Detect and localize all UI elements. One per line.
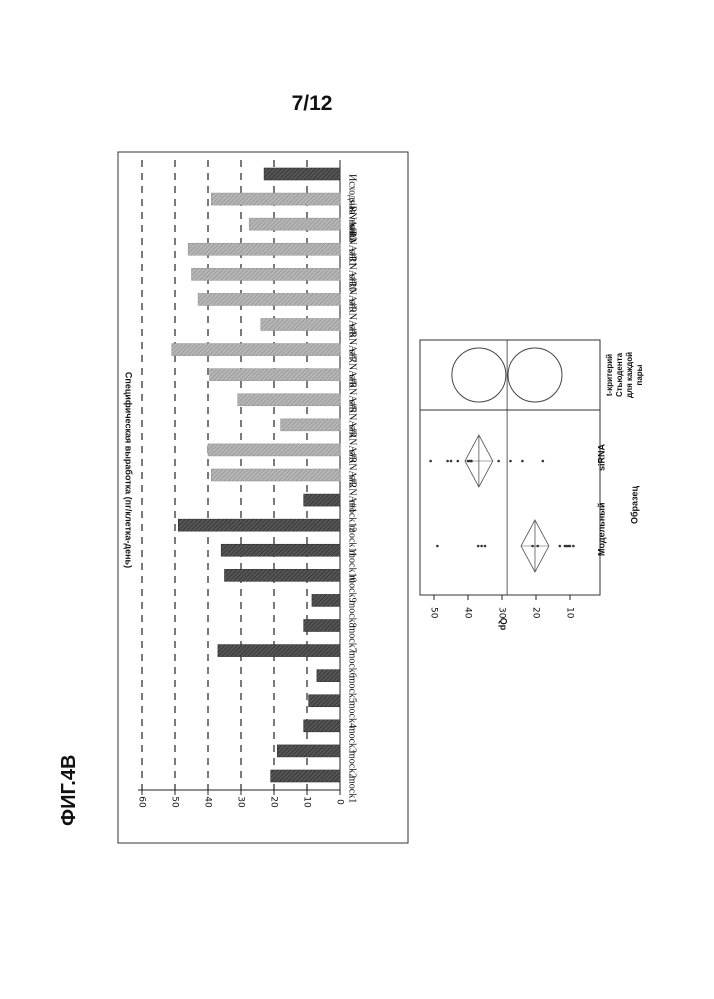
data-point (480, 545, 483, 548)
bar (188, 243, 340, 255)
bar (198, 293, 340, 305)
category-label: mock3 (347, 726, 358, 753)
data-point (477, 545, 480, 548)
data-point (509, 460, 512, 463)
category-label: mock8 (347, 600, 358, 627)
qp-axis-label: Qp (499, 618, 509, 631)
data-point (572, 545, 575, 548)
y-tick-label: 20 (269, 796, 279, 808)
data-point (559, 545, 562, 548)
comparison-label-line: Стьюдента (615, 352, 624, 397)
data-point (569, 545, 572, 548)
bar (211, 193, 340, 205)
qp-tick-label: 10 (565, 607, 575, 619)
y-axis-label: Специфическая выработка (пг/клетка-день) (124, 372, 134, 568)
y-tick-label: 0 (335, 799, 345, 805)
category-label: mock1 (347, 776, 358, 803)
bar (218, 645, 340, 657)
data-point (436, 545, 439, 548)
bar (304, 620, 340, 632)
y-tick-label: 30 (236, 796, 246, 808)
bar (192, 268, 341, 280)
data-point (429, 460, 432, 463)
bar (238, 394, 340, 406)
bar (264, 168, 340, 180)
data-point (450, 460, 453, 463)
y-tick-label: 10 (302, 796, 312, 808)
y-tick-label: 40 (203, 796, 213, 808)
data-point (457, 460, 460, 463)
bar (304, 494, 340, 506)
data-point (497, 460, 500, 463)
bar (249, 218, 340, 230)
data-point (542, 460, 545, 463)
comparison-circle (452, 348, 506, 402)
category-label: mock6 (347, 651, 358, 678)
bar (210, 369, 340, 381)
bar (304, 720, 340, 732)
category-label: mock7 (347, 626, 358, 653)
bar (261, 319, 340, 331)
data-point (536, 545, 539, 548)
comparison-chart: 1020304050МодельныйsiRNAt-критерийСтьюде… (420, 340, 644, 631)
data-point (470, 460, 473, 463)
x-axis-label: Образец (629, 486, 639, 525)
bar-chart: 0102030405060mock1mock2mock3mock4mock5mo… (124, 160, 358, 808)
bar (178, 519, 340, 531)
data-point (484, 545, 487, 548)
comparison-label-line: t-критерий (605, 354, 614, 396)
category-label: mock2 (347, 751, 358, 778)
qp-tick-label: 50 (429, 607, 439, 619)
bar (277, 745, 340, 757)
comparison-label-line: для каждой (625, 352, 634, 398)
category-label: Исходная линия (347, 174, 358, 243)
category-label: mock5 (347, 676, 358, 703)
category-label: mock4 (347, 701, 358, 728)
qp-tick-label: 40 (463, 607, 473, 619)
comparison-label-line: пары (635, 364, 644, 385)
y-tick-label: 60 (137, 796, 147, 808)
sample-category-label: siRNA (596, 443, 606, 471)
bar (208, 444, 340, 456)
comparison-plot-frame (420, 340, 600, 595)
bar (221, 544, 340, 556)
bar (317, 670, 340, 682)
bar (172, 344, 340, 356)
data-point (446, 460, 449, 463)
sample-category-label: Модельный (596, 503, 606, 557)
bar (309, 695, 340, 707)
bar (271, 770, 340, 782)
data-point (521, 460, 524, 463)
bar (211, 469, 340, 481)
data-point (531, 545, 534, 548)
qp-tick-label: 20 (531, 607, 541, 619)
bar (225, 569, 341, 581)
comparison-circle (508, 348, 562, 402)
bar (312, 594, 340, 606)
bar (281, 419, 340, 431)
y-tick-label: 50 (170, 796, 180, 808)
bar-chart-frame (118, 152, 408, 843)
